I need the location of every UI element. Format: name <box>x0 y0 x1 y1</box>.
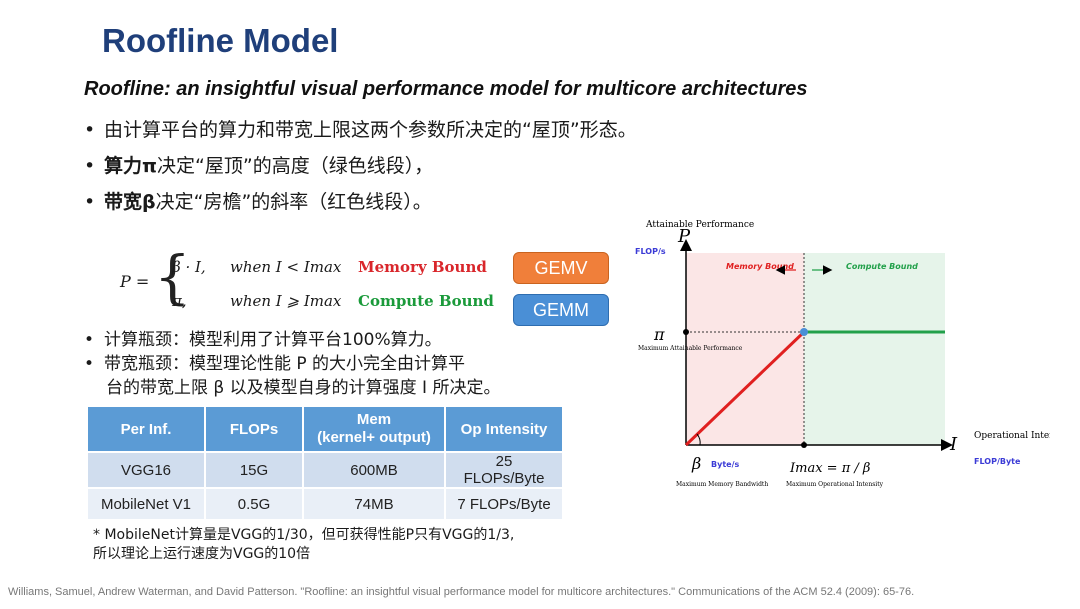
roofline-formula: P = { β · I, when I < Imax Memory Bound π,… <box>120 243 510 322</box>
compute-bound-label: Compute Bound <box>358 292 494 310</box>
x-axis-unit: FLOP/Byte <box>974 457 1021 466</box>
ridge-point <box>800 328 808 336</box>
table-cell: 0.5G <box>204 487 304 521</box>
beta-label: β <box>691 454 701 473</box>
citation: Williams, Samuel, Andrew Waterman, and D… <box>8 586 915 598</box>
formula-lhs: P = <box>120 272 150 291</box>
beta-angle-arc <box>696 433 701 446</box>
bullet-item: •计算瓶颈：模型利用了计算平台100%算力。 <box>84 330 442 350</box>
y-axis-unit: FLOP/s <box>635 247 666 256</box>
bullet-text: 计算瓶颈：模型利用了计算平台100%算力。 <box>104 330 442 350</box>
formula-value: π, <box>172 292 187 310</box>
roofline-chart: Attainable Performance P FLOP/s I Operat… <box>635 220 1050 488</box>
column-header: Op Intensity <box>444 405 564 453</box>
imax-label: Imax = π / β <box>789 461 870 476</box>
bullet-bold: 算力π <box>104 155 158 177</box>
compute-bound-region-label: Compute Bound <box>846 262 918 271</box>
formula-line-memory: β · I, when I < Imax Memory Bound <box>172 258 487 276</box>
formula-condition: when I ⩾ Imax <box>230 292 342 310</box>
bullet-continuation: 台的带宽上限 β 以及模型自身的计算强度 I 所决定。 <box>106 378 501 398</box>
footnote-line: * MobileNet计算量是VGG的1/30，但可获得性能P只有VGG的1/3… <box>93 527 515 543</box>
memory-bound-label: Memory Bound <box>358 258 487 276</box>
page-title: Roofline Model <box>102 22 339 59</box>
table-cell: 15G <box>204 451 304 489</box>
x-axis-symbol: I <box>949 434 958 455</box>
memory-bound-region-label: Memory Bound <box>726 262 794 271</box>
table-cell: MobileNet V1 <box>86 487 206 521</box>
imax-caption: Maximum Operational Intensity <box>786 481 884 488</box>
table-header-row: Per Inf. FLOPs Mem (kernel+ output) Op I… <box>86 405 564 453</box>
beta-unit: Byte/s <box>711 460 739 469</box>
column-header: FLOPs <box>204 405 304 453</box>
footnote-line: 所以理论上运行速度为VGG的10倍 <box>93 546 311 562</box>
table-row: MobileNet V1 0.5G 74MB 7 FLOPs/Byte <box>86 487 564 521</box>
pi-label: π <box>653 325 665 344</box>
footnote: * MobileNet计算量是VGG的1/30，但可获得性能P只有VGG的1/3… <box>93 526 514 564</box>
bullet-item: •算力π决定“屋顶”的高度（绿色线段）， <box>84 155 434 177</box>
table-cell: 25 FLOPs/Byte <box>444 451 564 489</box>
bullet-list: •由计算平台的算力和带宽上限这两个参数所决定的“屋顶”形态。 •算力π决定“屋顶… <box>84 112 637 220</box>
imax-tick-point <box>801 442 807 448</box>
y-axis-label: Attainable Performance <box>645 220 754 230</box>
compute-bound-region <box>804 253 945 445</box>
y-axis-symbol: P <box>677 226 691 247</box>
table-cell: VGG16 <box>86 451 206 489</box>
bullet-text: 决定“房檐”的斜率（红色线段）。 <box>155 191 432 213</box>
bullet-item: •带宽β决定“房檐”的斜率（红色线段）。 <box>84 191 432 213</box>
table-row: VGG16 15G 600MB 25 FLOPs/Byte <box>86 451 564 489</box>
pi-tick-point <box>683 329 689 335</box>
bullet-text: 由计算平台的算力和带宽上限这两个参数所决定的“屋顶”形态。 <box>104 119 637 141</box>
y-axis-title: Attainable Performance <box>645 220 754 230</box>
formula-brace: { <box>154 243 191 311</box>
formula-value: β · I, <box>172 258 206 276</box>
x-axis-label: Operational Intensity <box>974 431 1050 441</box>
table-cell: 600MB <box>302 451 446 489</box>
bullet-bold: 带宽β <box>104 191 156 213</box>
gemv-tag: GEMV <box>513 252 609 284</box>
formula-condition: when I < Imax <box>230 258 342 276</box>
memory-roof-line <box>684 330 806 447</box>
table-cell: 74MB <box>302 487 446 521</box>
bullet-item: •带宽瓶颈：模型理论性能 P 的大小完全由计算平 <box>84 354 466 374</box>
bullet-item: •由计算平台的算力和带宽上限这两个参数所决定的“屋顶”形态。 <box>84 119 637 141</box>
beta-caption: Maximum Memory Bandwidth <box>676 481 768 488</box>
gemm-tag: GEMM <box>513 294 609 326</box>
table-cell: 7 FLOPs/Byte <box>444 487 564 521</box>
paper-subtitle: Roofline: an insightful visual performan… <box>84 78 808 100</box>
inference-table: Per Inf. FLOPs Mem (kernel+ output) Op I… <box>86 405 564 521</box>
bottleneck-list: •计算瓶颈：模型利用了计算平台100%算力。 •带宽瓶颈：模型理论性能 P 的大… <box>84 328 500 400</box>
formula-line-compute: π, when I ⩾ Imax Compute Bound <box>172 292 494 310</box>
bullet-text: 带宽瓶颈：模型理论性能 P 的大小完全由计算平 <box>104 354 466 374</box>
column-header: Per Inf. <box>86 405 206 453</box>
pi-caption: Maximum Attainable Performance <box>638 345 743 352</box>
column-header: Mem (kernel+ output) <box>302 405 446 453</box>
bullet-text: 决定“屋顶”的高度（绿色线段）， <box>157 155 434 177</box>
